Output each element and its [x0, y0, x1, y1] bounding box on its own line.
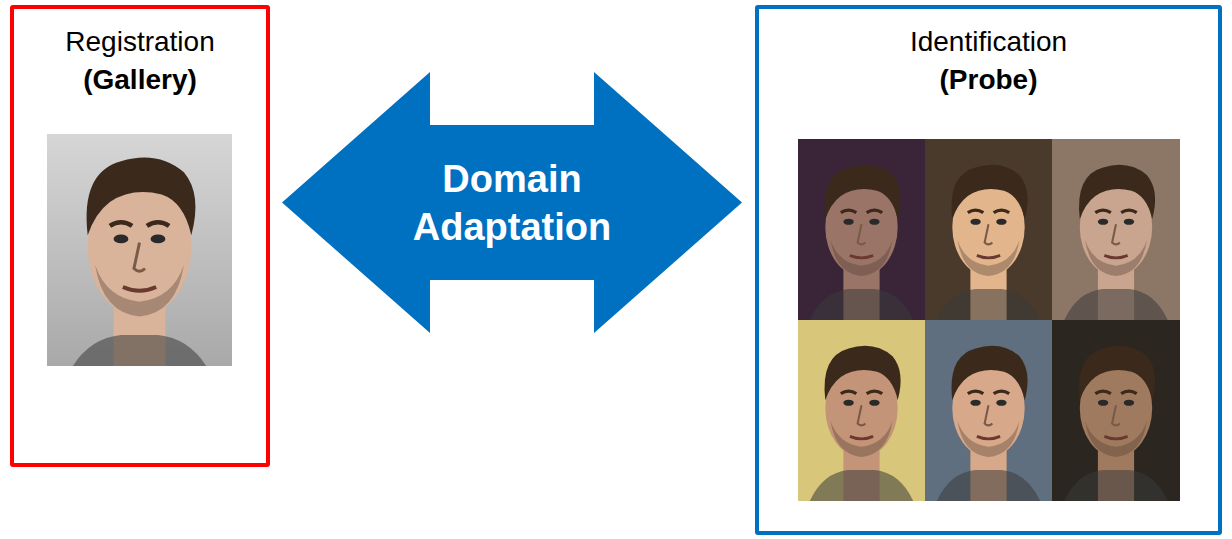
face-figure	[1064, 165, 1167, 320]
probe-photo	[798, 139, 925, 320]
probe-photo	[1052, 320, 1180, 501]
arrow-label: Domain Adaptation	[382, 155, 642, 251]
box-heading: (Gallery)	[83, 61, 197, 99]
face-figure	[810, 346, 913, 501]
box-heading: Registration	[65, 23, 214, 61]
box-heading: (Probe)	[940, 61, 1038, 99]
probe-photo	[925, 320, 1052, 501]
box-heading: Identification	[910, 23, 1067, 61]
arrow-shape	[282, 72, 742, 333]
face-figure	[937, 346, 1040, 501]
face-figure	[66, 158, 214, 380]
face-figure	[937, 165, 1040, 320]
face-figure	[1064, 346, 1167, 501]
arrow-outline	[282, 72, 742, 333]
probe-photo	[1052, 139, 1180, 320]
probe-photo	[798, 320, 925, 501]
double-arrow: Domain Adaptation	[282, 72, 742, 333]
face-figure	[810, 165, 913, 320]
probe-box: Identification(Probe)	[755, 5, 1222, 535]
gallery-box: Registration(Gallery)	[10, 5, 270, 467]
probe-photo	[925, 139, 1052, 320]
